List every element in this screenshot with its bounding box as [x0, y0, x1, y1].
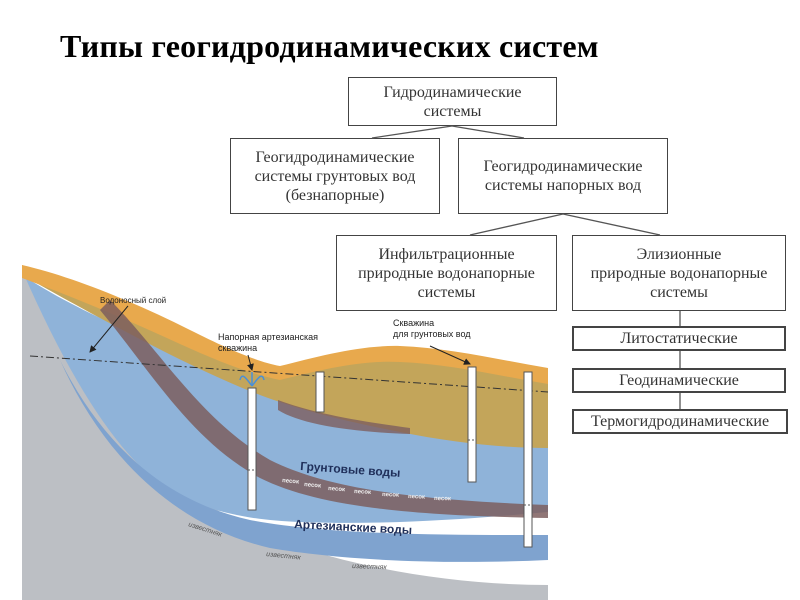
box-line: Геогидродинамические: [255, 148, 415, 166]
sand-label: песок: [282, 478, 299, 485]
box-line: Термогидродинамические: [590, 413, 770, 430]
box-line: системы напорных вод: [484, 177, 642, 194]
box-geodynamic: Геодинамические: [572, 368, 786, 393]
connector: [371, 125, 453, 139]
water-table-line: [29, 355, 549, 393]
sand-label: песок: [434, 496, 451, 502]
box-thermohydrodynamic: Термогидродинамические: [572, 409, 788, 434]
box-line: Инфильтрационные: [378, 245, 515, 263]
fountain-icon: [239, 372, 265, 387]
deep-well-screen: [523, 504, 533, 548]
box-line: Геогидродинамические: [483, 158, 643, 175]
water-layer-lower: [60, 360, 548, 562]
artesian-well-screen: [247, 469, 257, 511]
groundwater-well-label: для грунтовых вод: [393, 329, 471, 339]
sand-label: песок: [408, 494, 425, 501]
connector: [469, 213, 564, 236]
artesian-well-label: скважина: [218, 343, 257, 353]
box-line: Геодинамические: [619, 372, 739, 389]
groundwater-well-pointer: [429, 345, 471, 365]
aquifer-label: Водоносный слой: [100, 296, 166, 305]
groundwater-well-label: Скважина: [393, 318, 434, 328]
box-hydrodynamic-systems: Гидродинамические системы: [348, 77, 557, 126]
sand-label: песок: [304, 482, 321, 489]
box-line: системы: [650, 283, 708, 301]
box-line: Гидродинамические: [383, 83, 522, 101]
box-line: природные водонапорные: [590, 264, 768, 282]
artesian-label: Артезианские воды: [294, 517, 413, 537]
topsoil-layer: [22, 265, 548, 384]
box-pressure-systems: Геогидродинамические системы напорных во…: [458, 138, 668, 214]
groundwater-well: [467, 366, 477, 483]
box-groundwater-systems: Геогидродинамические системы грунтовых в…: [230, 138, 440, 214]
deep-well: [523, 371, 533, 548]
sand-label: песок: [382, 492, 399, 499]
box-lithostatic: Литостатические: [572, 326, 786, 351]
artesian-well: [247, 387, 257, 511]
box-line: (безнапорные): [285, 186, 385, 204]
page-title: Типы геогидродинамических систем: [60, 28, 599, 64]
connector: [451, 125, 525, 139]
limestone-layer: [22, 265, 548, 600]
groundwater-label: Грунтовые воды: [300, 459, 401, 480]
small-well: [315, 371, 325, 413]
artesian-well-pointer: [247, 354, 254, 371]
box-line: системы: [423, 102, 482, 120]
groundwater-well-screen: [467, 439, 477, 483]
box-line: Литостатические: [620, 330, 738, 347]
sand-label: песок: [328, 486, 345, 493]
box-line: Элизионные: [636, 245, 722, 263]
artesian-well-label: Напорная артезианская: [218, 332, 318, 342]
box-line: системы грунтовых вод: [254, 167, 416, 185]
aquifer-pointer: [89, 305, 129, 353]
connector: [562, 213, 661, 236]
sand-label: песок: [354, 489, 371, 496]
sand-lens: [278, 400, 410, 434]
box-line: природные водонапорные: [358, 264, 535, 282]
sand-band: [100, 300, 548, 518]
limestone-label: известняк: [352, 563, 388, 571]
box-elision-systems: Элизионные природные водонапорные систем…: [572, 235, 786, 311]
box-infiltration-systems: Инфильтрационные природные водонапорные …: [336, 235, 557, 311]
box-line: системы: [417, 283, 476, 301]
limestone-label: известняк: [266, 551, 302, 562]
aquifer-layer: [22, 265, 548, 448]
